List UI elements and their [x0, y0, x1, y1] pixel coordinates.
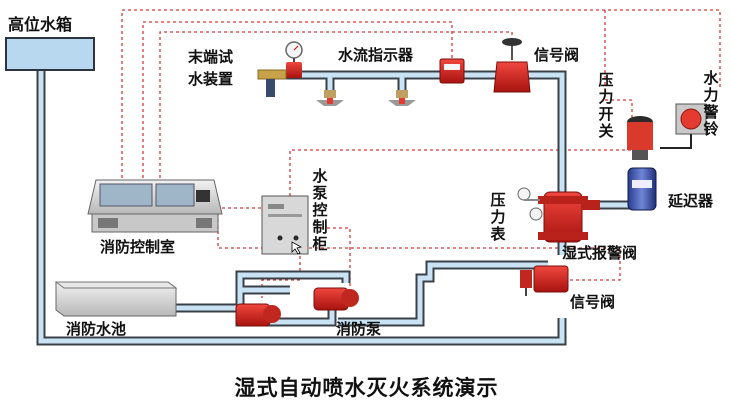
fire-pump-1: [235, 303, 281, 327]
signal-line-bottom-valve: [217, 213, 621, 281]
signal-line-alarm: [289, 149, 636, 196]
label-delay: 延迟器: [667, 192, 714, 210]
pump-control-cabinet: [261, 195, 309, 255]
label-signal-valve-top: 信号阀: [534, 46, 579, 64]
signal-line-cabinet-pump2: [261, 250, 301, 298]
label-tank: 高位水箱: [8, 15, 72, 34]
sprinkler-2: [388, 90, 416, 106]
flow-indicator-device: [439, 58, 465, 84]
signal-valve-bottom-device: [520, 265, 569, 296]
water-gong-device: [660, 103, 707, 149]
signal-line-pump-cabinet: [222, 207, 263, 210]
label-control-room: 消防控制室: [100, 238, 175, 256]
label-alarm-valve: 湿式报警阀: [562, 244, 637, 262]
alarm-valve-device: [517, 187, 600, 243]
diagram-title: 湿式自动喷水灭火系统演示: [234, 376, 499, 400]
sprinkler-1: [316, 90, 344, 106]
pressure-gauge-icon: [517, 187, 531, 201]
terminal-test-device: [257, 41, 303, 97]
signal-valve-top-device: [493, 38, 531, 93]
label-pressure-switch: 压力开关: [598, 71, 615, 140]
label-pump-cabinet: 水泵控制柜: [312, 167, 329, 253]
label-pressure-gauge: 压力表: [490, 191, 507, 243]
label-pool: 消防水池: [66, 320, 126, 338]
signal-line-cabinet-pump: [315, 227, 351, 296]
signal-line-pressure-switch: [604, 10, 633, 118]
delay-chamber-device: [627, 167, 657, 211]
signal-line-flow: [142, 21, 453, 178]
pressure-gauge-lower-icon: [529, 207, 543, 221]
label-pump: 消防泵: [336, 320, 381, 338]
label-water-gong: 水力警铃: [703, 69, 720, 138]
label-terminal-line2: 水装置: [188, 70, 233, 88]
label-flow-indicator: 水流指示器: [338, 46, 414, 64]
label-terminal-line1: 末端试: [188, 48, 233, 66]
fire-pool: [54, 281, 178, 317]
control-room-console: [87, 179, 223, 233]
fire-pump-2: [313, 287, 359, 311]
high-water-tank: [5, 37, 95, 71]
signal-line-outer: [121, 9, 721, 178]
pressure-switch-device: [627, 116, 653, 160]
label-signal-valve-bottom: 信号阀: [570, 293, 615, 311]
